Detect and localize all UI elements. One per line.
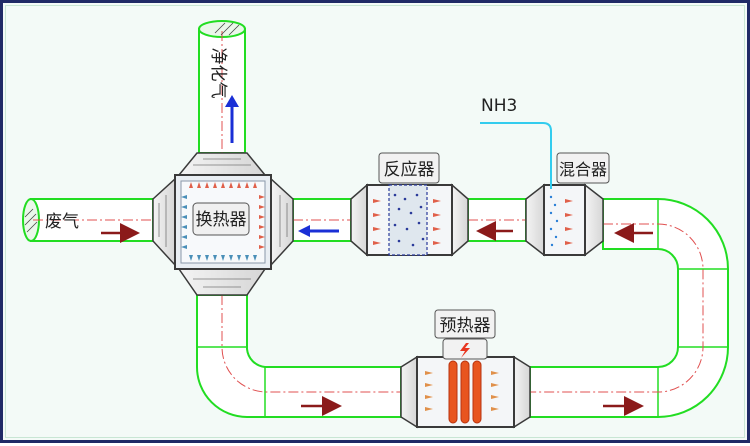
mixer-label: 混合器 — [559, 160, 607, 179]
pipe-network — [22, 20, 729, 418]
heat-exchanger-label: 换热器 — [196, 210, 247, 230]
reactor-label-box — [378, 152, 440, 184]
return-arrows — [225, 95, 339, 237]
mixer-label-box — [556, 152, 610, 184]
purified-gas-label: 净化气 — [208, 48, 228, 99]
heat-exchanger-label-box — [192, 202, 250, 236]
lightning-icon — [460, 343, 470, 358]
waste-gas-label: 废气 — [45, 212, 79, 232]
pipe-centerlines — [33, 31, 704, 393]
right-loop-pipe — [529, 198, 729, 418]
reactor — [350, 152, 469, 257]
left-loop-pipe — [196, 294, 402, 418]
mixer — [525, 152, 610, 257]
heat-exchanger — [152, 152, 294, 296]
nh3-label: NH3 — [481, 96, 517, 116]
process-diagram: 废气 净化气 换热器 反应器 混合器 NH3 预热器 — [22, 20, 729, 429]
reactor-label: 反应器 — [384, 160, 435, 180]
flow-arrows — [101, 221, 653, 416]
preheater-label-box — [434, 309, 496, 339]
preheater — [400, 309, 531, 429]
preheater-label: 预热器 — [440, 316, 491, 336]
nh3-injection-line — [480, 122, 552, 189]
